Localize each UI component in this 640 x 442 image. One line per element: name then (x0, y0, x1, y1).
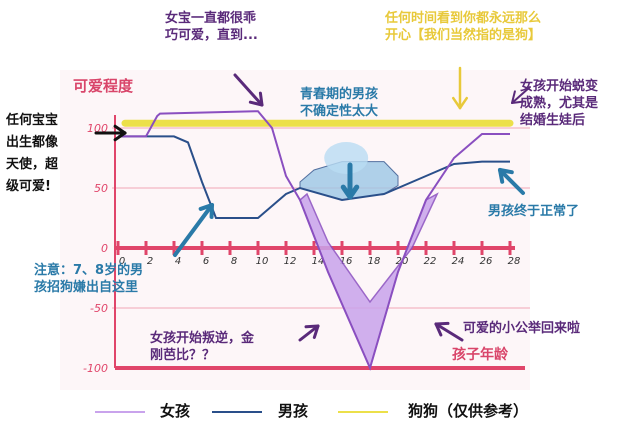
annotation-girl-good: 女宝一直都很乖巧可爱，直到... (165, 11, 258, 43)
arrow-girl-mature (511, 86, 531, 104)
arrow-girl-back (434, 322, 464, 342)
x-tick-label: 4 (175, 256, 181, 267)
x-tick-label: 16 (340, 256, 353, 267)
arrow-girl-good (233, 73, 264, 107)
x-tick-label: 8 (231, 256, 237, 267)
legend-boy: 男孩 (278, 402, 309, 420)
arrow-girl-mature-head (511, 90, 516, 104)
annotation-girl-mature: 女孩开始蜕变成熟，尤其是结婚生娃后 (520, 79, 599, 128)
arrow-teen-boy-head (340, 184, 353, 200)
arrow-girl-rebel (298, 324, 320, 342)
x-tick-label: 26 (480, 256, 493, 267)
y-tick-label: 0 (101, 242, 108, 255)
x-axis-label: 孩子年龄 (452, 347, 508, 363)
arrow-boy-normal-head (498, 168, 514, 175)
arrow-girl-rebel-head (304, 324, 320, 329)
annotation-girl-back: 可爱的小公举回来啦 (463, 321, 581, 336)
x-tick-label: 6 (203, 256, 209, 267)
arrow-girl-good-head (248, 100, 264, 107)
annotation-baby: 任何宝宝出生都像天使，超级可爱! (6, 113, 59, 194)
arrow-boy-normal (498, 168, 525, 195)
annotation-girl-rebel: 女孩开始叛逆，金刚芭比？？ (150, 331, 255, 363)
y-tick-label: 50 (94, 182, 108, 195)
x-tick-label: 2 (147, 256, 153, 267)
arrow-baby-head (113, 131, 127, 142)
x-tick-label: 10 (256, 256, 269, 267)
y-tick-label: -50 (90, 302, 108, 315)
x-tick-label: 14 (312, 256, 325, 267)
boy-band-bubble (324, 142, 369, 174)
plot-background (60, 70, 530, 390)
series-boy-line (118, 135, 510, 219)
arrow-girl-back-head (434, 322, 443, 337)
arrow-note (173, 203, 214, 257)
arrow-girl-rebel-head (312, 324, 320, 339)
arrow-dog-head (458, 96, 469, 110)
legend-dog: 狗狗（仅供参考） (408, 402, 529, 420)
annotation-boy-normal: 男孩终于正常了 (488, 204, 580, 219)
arrow-girl-good-head (258, 91, 264, 107)
x-tick-label: 18 (368, 256, 381, 267)
arrow-baby-head (113, 124, 127, 135)
arrow-dog-head (451, 96, 462, 110)
x-tick-label: 12 (284, 256, 297, 267)
annotation-note: 注意：7、8岁的男孩招狗嫌出自这里 (34, 263, 144, 295)
annotation-teen-boy: 青春期的男孩不确定性太大 (300, 87, 379, 119)
x-tick-label: 24 (452, 256, 465, 267)
arrow-girl-back-head (434, 321, 450, 326)
arrow-girl-mature-head (511, 100, 525, 104)
annotation-dog: 任何时间看到你都永远那么开心【我们当然指的是狗】 (385, 11, 542, 43)
series-girl-line (118, 110, 510, 371)
x-tick-label: 28 (508, 256, 521, 267)
y-tick-label: -100 (83, 362, 108, 375)
x-tick-label: 0 (119, 256, 125, 267)
legend-girl: 女孩 (160, 402, 191, 420)
x-tick-label: 22 (424, 256, 437, 267)
y-axis-label: 可爱程度 (73, 77, 134, 95)
